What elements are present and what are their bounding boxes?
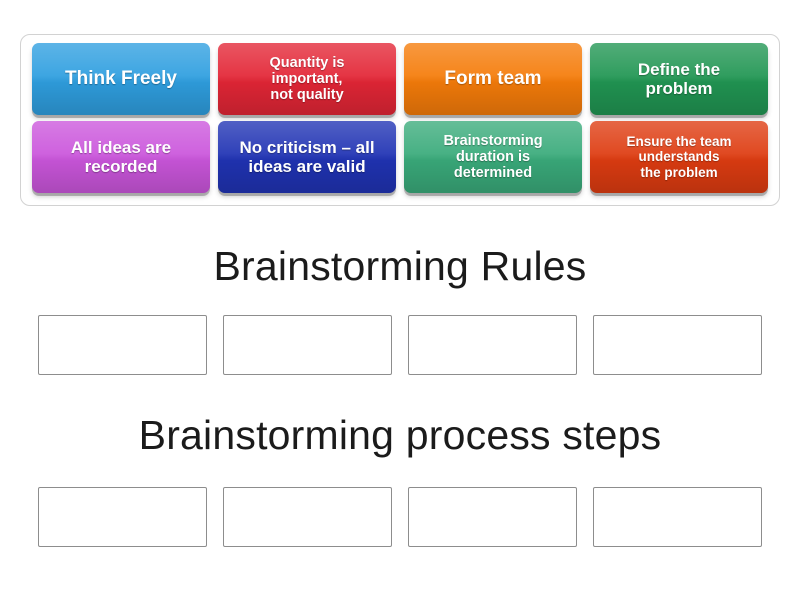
- drop-slot-cell: [215, 487, 400, 547]
- drop-slot-rules-3[interactable]: [408, 315, 577, 375]
- drop-slot-cell: [400, 487, 585, 547]
- drop-slot-rules-1[interactable]: [38, 315, 207, 375]
- drop-slot-cell: [30, 315, 215, 375]
- drop-slot-cell: [585, 487, 770, 547]
- category-heading-process: Brainstorming process steps: [138, 412, 662, 458]
- tile-label: Form team: [444, 68, 542, 90]
- drop-zone-row-process: [30, 487, 770, 547]
- drop-zone-row-rules: [30, 315, 770, 375]
- drop-slot-process-3[interactable]: [408, 487, 577, 547]
- drop-slot-rules-2[interactable]: [223, 315, 392, 375]
- drop-slot-cell: [585, 315, 770, 375]
- drop-slot-cell: [215, 315, 400, 375]
- drop-slot-process-1[interactable]: [38, 487, 207, 547]
- tile-label: Think Freely: [65, 68, 177, 90]
- drop-slot-process-4[interactable]: [593, 487, 762, 547]
- category-heading-rules: Brainstorming Rules: [213, 243, 587, 289]
- drop-slot-cell: [30, 487, 215, 547]
- tile-slot: Form team: [400, 43, 586, 115]
- tile-slot: Think Freely: [28, 43, 214, 115]
- drop-slot-process-2[interactable]: [223, 487, 392, 547]
- drop-slot-cell: [400, 315, 585, 375]
- drop-slot-rules-4[interactable]: [593, 315, 762, 375]
- draggable-tile-think-freely[interactable]: Think Freely: [32, 43, 210, 115]
- draggable-tile-form-team[interactable]: Form team: [404, 43, 582, 115]
